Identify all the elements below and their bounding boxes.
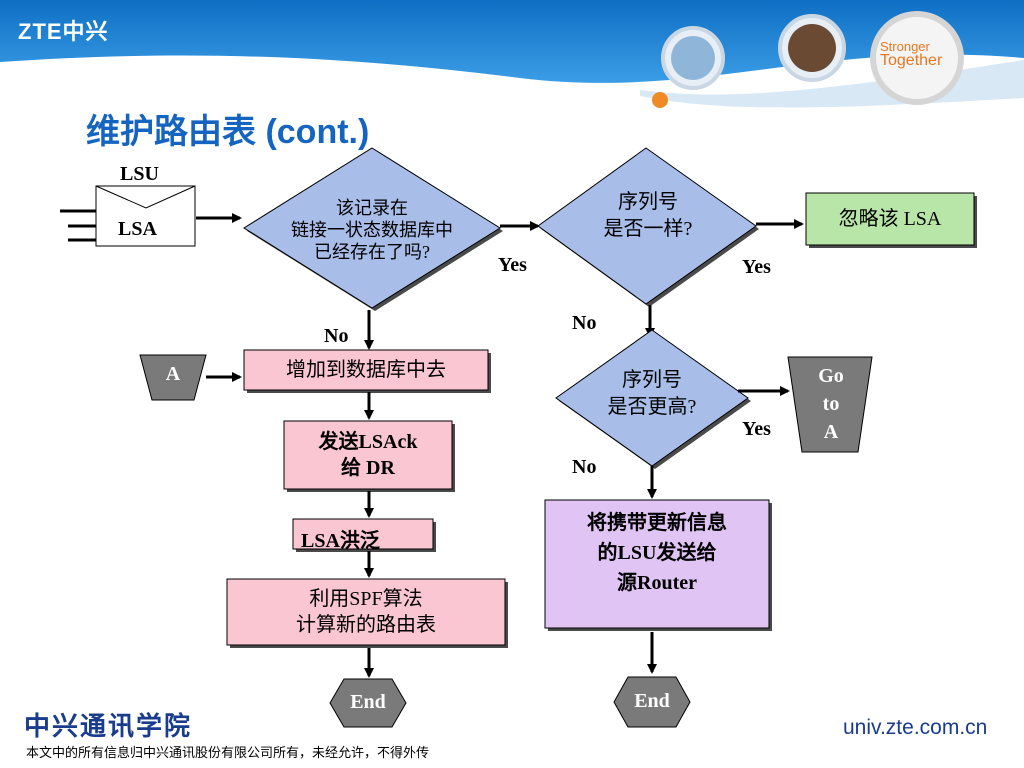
- slogan-line1: Stronger: [880, 39, 930, 54]
- ignore-lsa-box: [805, 192, 975, 246]
- zte-logo: ZTE中兴: [18, 19, 109, 44]
- send-lsu-text: 将携带更新信息 的LSU发送给 源Router: [545, 500, 769, 606]
- decision-same-seq-text: 序列号 是否一样?: [560, 186, 736, 246]
- connector-a: [139, 354, 207, 401]
- academy-name: 中兴通讯学院: [24, 712, 193, 742]
- goto-a-line2: to: [822, 393, 840, 415]
- send-lsu-box: [544, 499, 770, 629]
- yes-label-2: Yes: [742, 256, 771, 278]
- decision-exists-diamond: [243, 147, 501, 309]
- page-title: 维护路由表 (cont.): [86, 113, 370, 151]
- decision-same-seq-line2: 是否一样?: [603, 218, 693, 240]
- yes-label-1: Yes: [498, 254, 527, 276]
- goto-a-connector: [787, 356, 873, 453]
- end-right-text: End: [634, 690, 670, 712]
- send-lsack-box: [283, 420, 453, 490]
- lsu-envelope: [60, 185, 196, 247]
- add-to-db-box: [243, 349, 489, 391]
- copyright-notice: 本文中的所有信息归中兴通讯股份有限公司所有，未经允许，不得外传: [26, 745, 430, 760]
- orange-dot: [652, 92, 668, 108]
- goto-a-line3: A: [823, 421, 839, 443]
- slogan-circle: [870, 11, 964, 105]
- lsa-flood-box: [292, 518, 434, 550]
- decision-higher-seq-line2: 是否更高?: [607, 396, 697, 418]
- yes-label-3: Yes: [742, 418, 771, 440]
- no-label-3: No: [572, 456, 597, 478]
- envelope-top-label: LSU: [120, 163, 159, 185]
- no-label-2: No: [572, 312, 597, 334]
- send-lsack-text: 发送LSAck 给 DR: [284, 421, 452, 489]
- send-lsack-line2: 给 DR: [341, 457, 395, 479]
- decision-exists-line3: 已经存在了吗?: [314, 242, 430, 262]
- send-lsu-line3: 源Router: [617, 572, 697, 594]
- decision-exists-line1: 该记录在: [336, 198, 408, 218]
- no-label-1: No: [324, 325, 349, 347]
- decision-higher-seq-text: 序列号 是否更高?: [570, 364, 734, 424]
- send-lsu-line2: 的LSU发送给: [597, 542, 717, 564]
- decision-same-seq-line1: 序列号: [618, 191, 678, 213]
- slogan: Stronger Together: [880, 39, 943, 69]
- envelope-inner-label: LSA: [118, 218, 157, 240]
- spf-calc-box: [226, 578, 506, 646]
- send-lsu-line1: 将携带更新信息: [587, 512, 727, 534]
- end-right-hexagon: [613, 676, 691, 728]
- decision-exists-line2: 链接一状态数据库中: [291, 220, 453, 240]
- add-to-db-text: 增加到数据库中去: [286, 359, 446, 381]
- end-left-text: End: [350, 691, 386, 713]
- goto-a-text: Go to A: [792, 362, 870, 446]
- send-lsack-line1: 发送LSAck: [318, 431, 418, 453]
- goto-a-line1: Go: [818, 365, 844, 387]
- decision-same-seq-diamond: [537, 147, 757, 305]
- slogan-line2: Together: [880, 52, 943, 69]
- connector-a-text: A: [165, 363, 181, 385]
- decision-exists-text: 该记录在 链接一状态数据库中 已经存在了吗?: [252, 195, 492, 265]
- spf-calc-line2: 计算新的路由表: [296, 614, 436, 636]
- website-url: univ.zte.com.cn: [843, 716, 988, 739]
- spf-calc-line1: 利用SPF算法: [309, 588, 423, 610]
- decision-higher-seq-line1: 序列号: [622, 369, 682, 391]
- header-band: [0, 0, 1024, 83]
- ignore-lsa-text: 忽略该 LSA: [838, 208, 942, 230]
- spf-calc-text: 利用SPF算法 计算新的路由表: [227, 579, 505, 645]
- lsa-flood-text: LSA洪泛: [301, 530, 380, 552]
- end-left-hexagon: [329, 678, 407, 728]
